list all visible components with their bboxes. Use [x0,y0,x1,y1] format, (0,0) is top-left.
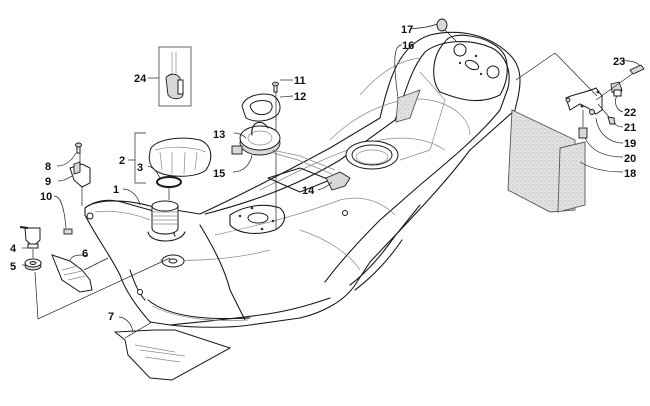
callout-labels: 1 2 3 4 5 6 7 8 9 10 11 12 13 14 15 16 1… [10,24,636,323]
callout-18: 18 [624,168,636,180]
callout-7: 7 [108,311,114,323]
gasket-12 [241,93,281,122]
plug-17 [436,18,458,43]
callout-6: 6 [82,248,88,260]
shield-7 [113,329,232,381]
callout-13: 13 [213,129,225,141]
screw-23 [629,64,645,75]
grommet-5 [24,258,42,271]
callout-22: 22 [624,107,636,119]
callout-5: 5 [10,261,16,273]
callout-24: 24 [134,73,147,85]
fitting-4 [19,226,41,249]
bolt-8 [75,142,82,154]
clamp-22 [610,81,623,97]
o-ring-3 [156,176,182,188]
fuel-pump-13 [231,121,336,175]
callout-8: 8 [45,161,51,173]
fuel-tank [84,31,521,328]
callout-20: 20 [624,153,636,165]
bracket-19 [565,87,603,115]
callout-19: 19 [624,138,636,150]
callout-11: 11 [294,75,306,87]
callout-2: 2 [119,155,125,167]
callout-14: 14 [302,185,315,197]
decal-16 [395,89,421,123]
clip-10 [63,228,73,235]
sensor-14 [325,171,351,191]
callout-12: 12 [294,91,306,103]
clip-20 [578,127,588,139]
pump-connector-24 [158,46,192,107]
screw-11 [272,81,279,93]
leader-lines [22,23,641,333]
callout-3: 3 [137,162,143,174]
callout-21: 21 [624,122,636,134]
callout-23: 23 [613,56,625,68]
screw-21 [607,116,616,125]
fuel-cap-2 [148,137,212,177]
foam-block-18 [507,109,586,213]
callout-17: 17 [401,24,413,36]
callout-1: 1 [113,184,119,196]
callout-16: 16 [402,40,414,52]
clip-9 [69,161,91,188]
callout-15: 15 [213,168,225,180]
callout-9: 9 [45,176,51,188]
callout-4: 4 [10,243,17,255]
callout-10: 10 [40,191,52,203]
